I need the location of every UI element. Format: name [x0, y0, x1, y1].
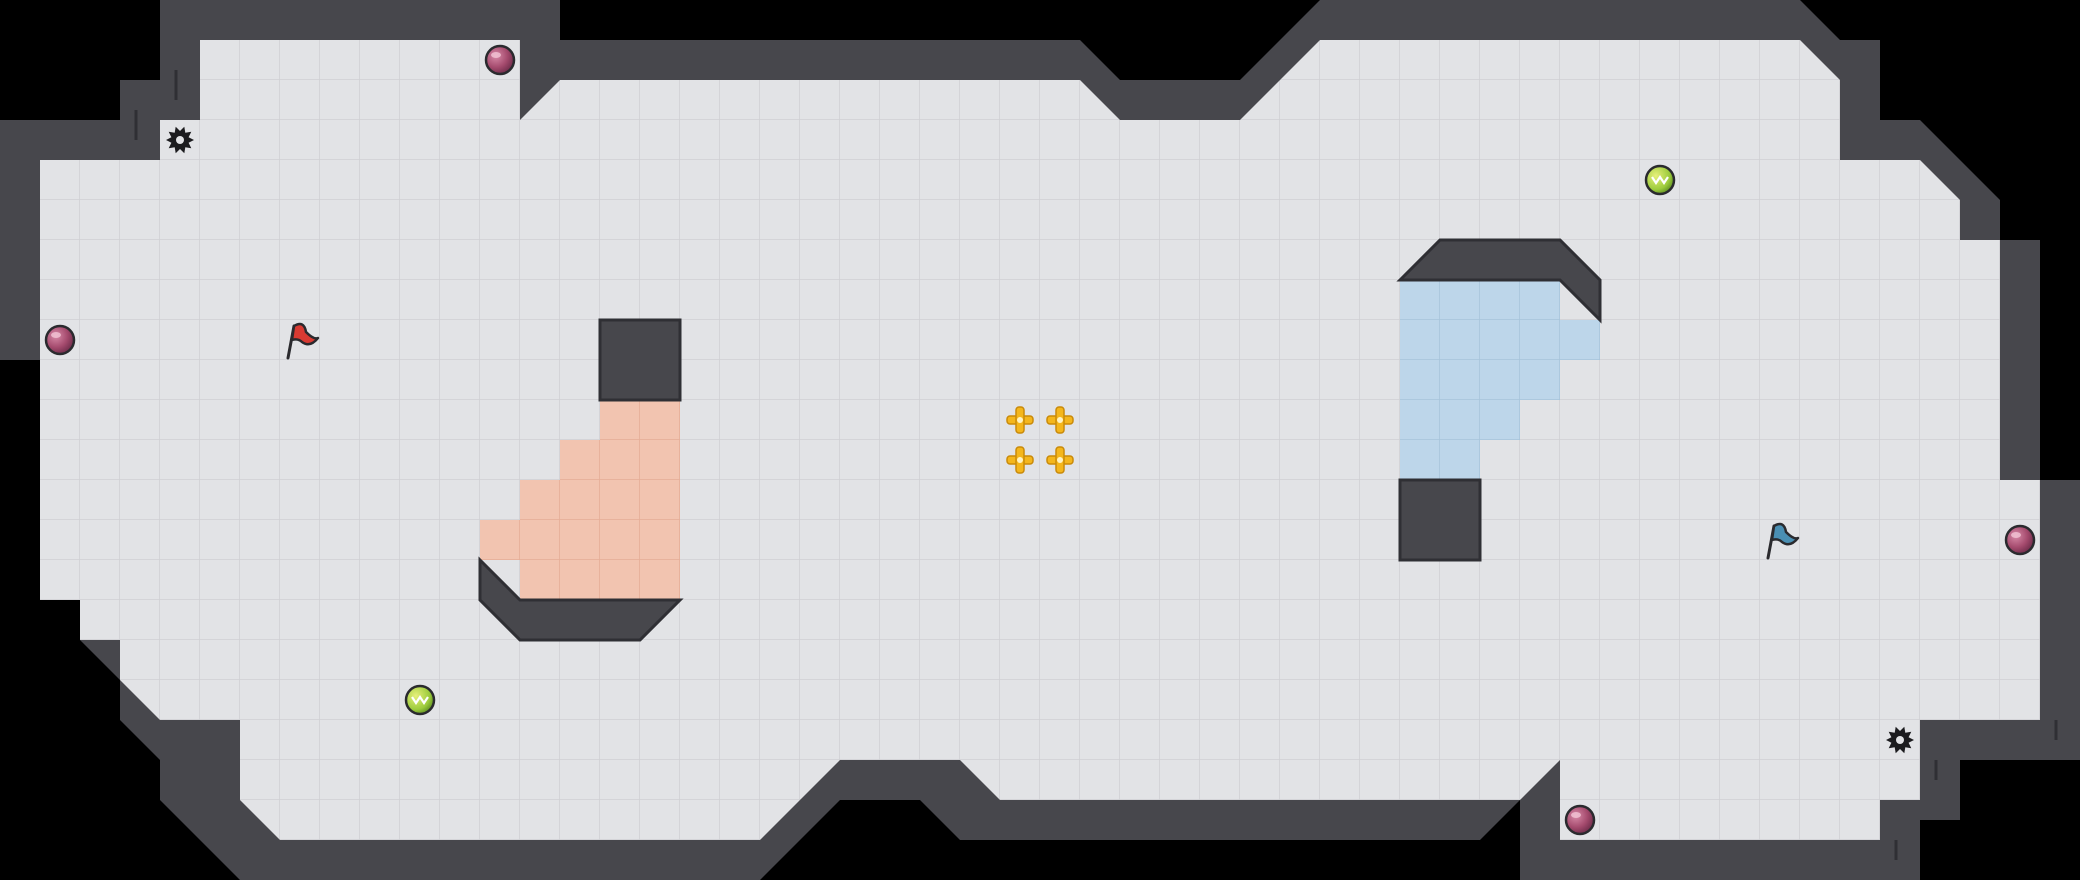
blue-base-wall [1396, 238, 1602, 324]
blue-flag-icon[interactable] [1766, 522, 1800, 560]
bomb-powerup-icon[interactable] [2004, 524, 2036, 556]
bomb-powerup-icon[interactable] [1564, 804, 1596, 836]
red-flag-icon[interactable] [286, 322, 320, 360]
wall-notch [134, 70, 2058, 860]
boost-powerup-icon[interactable] [404, 684, 436, 716]
blue-base-zone [1400, 280, 1600, 480]
spike-icon [166, 126, 194, 154]
red-base-block [598, 318, 682, 402]
boost-powerup-icon[interactable] [1644, 164, 1676, 196]
blue-base-block [1398, 478, 1482, 562]
spike-icon [1886, 726, 1914, 754]
bomb-powerup-icon[interactable] [44, 324, 76, 356]
bomb-powerup-icon[interactable] [484, 44, 516, 76]
red-base-zone [480, 400, 680, 600]
yellow-spawn-icon [1046, 406, 1074, 434]
yellow-spawn-icon [1006, 406, 1034, 434]
yellow-spawn-icon [1006, 446, 1034, 474]
red-base-wall [478, 556, 684, 642]
floor [40, 40, 2040, 840]
yellow-spawn-icon [1046, 446, 1074, 474]
